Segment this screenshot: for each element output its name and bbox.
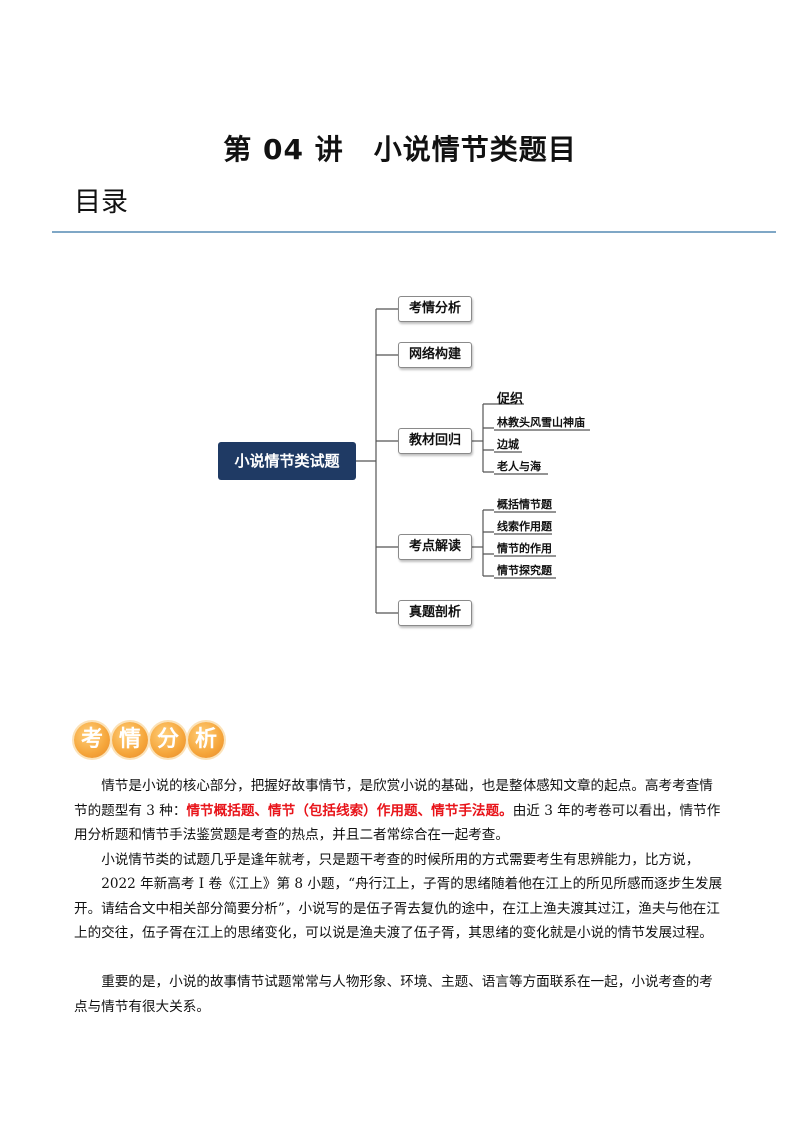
mindmap-leaf-clue: 线索作用题	[497, 520, 552, 533]
mindmap-leaf-biancheng: 边城	[497, 438, 519, 451]
paragraph-4: 重要的是，小说的故事情节试题常常与人物形象、环境、主题、语言等方面联系在一起，小…	[74, 974, 713, 1015]
badge-char: 析	[188, 722, 224, 758]
section-badge: 考 情 分 析	[74, 718, 224, 762]
mindmap-leaf-laorenyuhai: 老人与海	[497, 460, 541, 473]
divider	[52, 231, 776, 233]
badge-char: 考	[74, 722, 110, 758]
lecture-number: 第 04 讲	[223, 133, 344, 166]
mindmap-branch-points: 考点解读	[398, 534, 472, 560]
mindmap-branch-kaoqing: 考情分析	[398, 296, 472, 322]
mindmap-branch-exam: 真题剖析	[398, 600, 472, 626]
paragraph-1: 情节是小说的核心部分，把握好故事情节，是欣赏小说的基础，也是整体感知文章的起点。…	[74, 774, 726, 848]
paragraph-1-text-a: 情节是小说的核心部分，把握好故事情节，是欣赏小说的基础，也是整体感知文章的起点。…	[74, 778, 713, 819]
paragraph-3: 2022 年新高考 I 卷《江上》第 8 小题，“舟行江上，子胥的思绪随着他在江…	[74, 876, 723, 941]
mindmap-branch-network: 网络构建	[398, 342, 472, 368]
mindmap-leaf-linjiaotou: 林教头风雪山神庙	[497, 416, 585, 429]
mindmap-leaf-explore: 情节探究题	[497, 564, 552, 577]
paragraph-2: 小说情节类的试题几乎是逢年就考，只是题干考查的时候所用的方式需要考生有思辨能力，…	[101, 852, 700, 868]
toc-heading: 目录	[74, 187, 128, 218]
lecture-topic: 小说情节类题目	[373, 133, 577, 166]
paragraph-1-highlight: 情节概括题、情节（包括线索）作用题、情节手法题。	[186, 802, 513, 819]
mindmap-branch-textbook: 教材回归	[398, 428, 472, 454]
mindmap-leaf-function: 情节的作用	[497, 542, 552, 555]
mindmap-leaf-summary: 概括情节题	[497, 498, 552, 511]
badge-char: 情	[112, 722, 148, 758]
mindmap-leaf-cuzhi: 促织	[497, 392, 524, 407]
mindmap-root: 小说情节类试题	[218, 442, 356, 480]
page-title: 第 04 讲小说情节类题目	[0, 128, 800, 168]
paragraph-1-text-b: 由近 3 年的考卷可以看出，情节作用分析题和情节手法鉴赏题是考查的热点，并且二者…	[74, 802, 721, 844]
badge-char: 分	[150, 722, 186, 758]
